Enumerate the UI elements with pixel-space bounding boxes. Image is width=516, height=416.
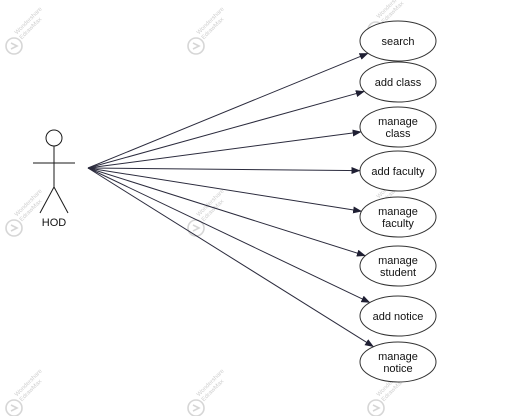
use-case-ellipse <box>359 106 437 148</box>
actor-hod[interactable]: HOD <box>33 129 75 229</box>
watermark-logo-mark <box>10 42 19 50</box>
association-line-add-notice <box>87 167 371 304</box>
watermark-logo-icon <box>5 219 23 237</box>
use-case-add-notice[interactable]: add notice <box>359 295 437 337</box>
use-case-ellipse <box>359 150 437 192</box>
use-case-ellipse <box>359 196 437 238</box>
actor-label: HOD <box>42 217 67 229</box>
use-case-label: add notice <box>373 311 424 323</box>
association-line-add-faculty <box>87 167 361 175</box>
use-case-label: add faculty <box>371 166 425 178</box>
use-case-label: notice <box>383 363 412 375</box>
watermark-logo-mark <box>10 404 19 412</box>
use-case-label: class <box>385 128 411 140</box>
watermark-logo-icon <box>187 399 205 416</box>
association-line-manage-faculty <box>87 167 363 214</box>
association-line-search <box>87 52 369 169</box>
use-case-label: manage <box>378 116 418 128</box>
actor-right-leg <box>53 186 69 214</box>
watermark-logo-mark <box>192 224 201 232</box>
use-case-label: add class <box>375 77 422 89</box>
watermark-logo-icon <box>5 399 23 416</box>
watermark-logo-mark <box>372 404 381 412</box>
watermark-logo-mark <box>10 224 19 232</box>
association-lines <box>87 52 374 348</box>
use-case-add-class[interactable]: add class <box>359 61 437 103</box>
actor-left-leg <box>39 186 55 214</box>
use-case-ellipse <box>359 295 437 337</box>
use-case-ellipse <box>359 61 437 103</box>
use-case-search[interactable]: search <box>359 20 437 62</box>
use-case-label: search <box>381 36 414 48</box>
use-case-ellipse <box>359 20 437 62</box>
watermark-logo-icon <box>5 37 23 55</box>
use-case-label: faculty <box>382 218 414 230</box>
watermark-logo-mark <box>192 404 201 412</box>
use-case-add-faculty[interactable]: add faculty <box>359 150 437 192</box>
use-case-label: manage <box>378 351 418 363</box>
watermark-logo-icon <box>367 399 385 416</box>
association-line-manage-notice <box>87 167 374 348</box>
watermark-logo-icon <box>187 37 205 55</box>
association-line-add-class <box>87 90 365 169</box>
use-case-label: manage <box>378 255 418 267</box>
actor-head <box>45 129 63 147</box>
use-case-label: student <box>380 267 416 279</box>
association-line-manage-class <box>87 129 362 169</box>
watermark-logo-mark <box>192 42 201 50</box>
use-case-ellipse <box>359 245 437 287</box>
use-case-ellipse <box>359 341 437 383</box>
use-case-label: manage <box>378 206 418 218</box>
association-line-manage-student <box>87 167 366 257</box>
